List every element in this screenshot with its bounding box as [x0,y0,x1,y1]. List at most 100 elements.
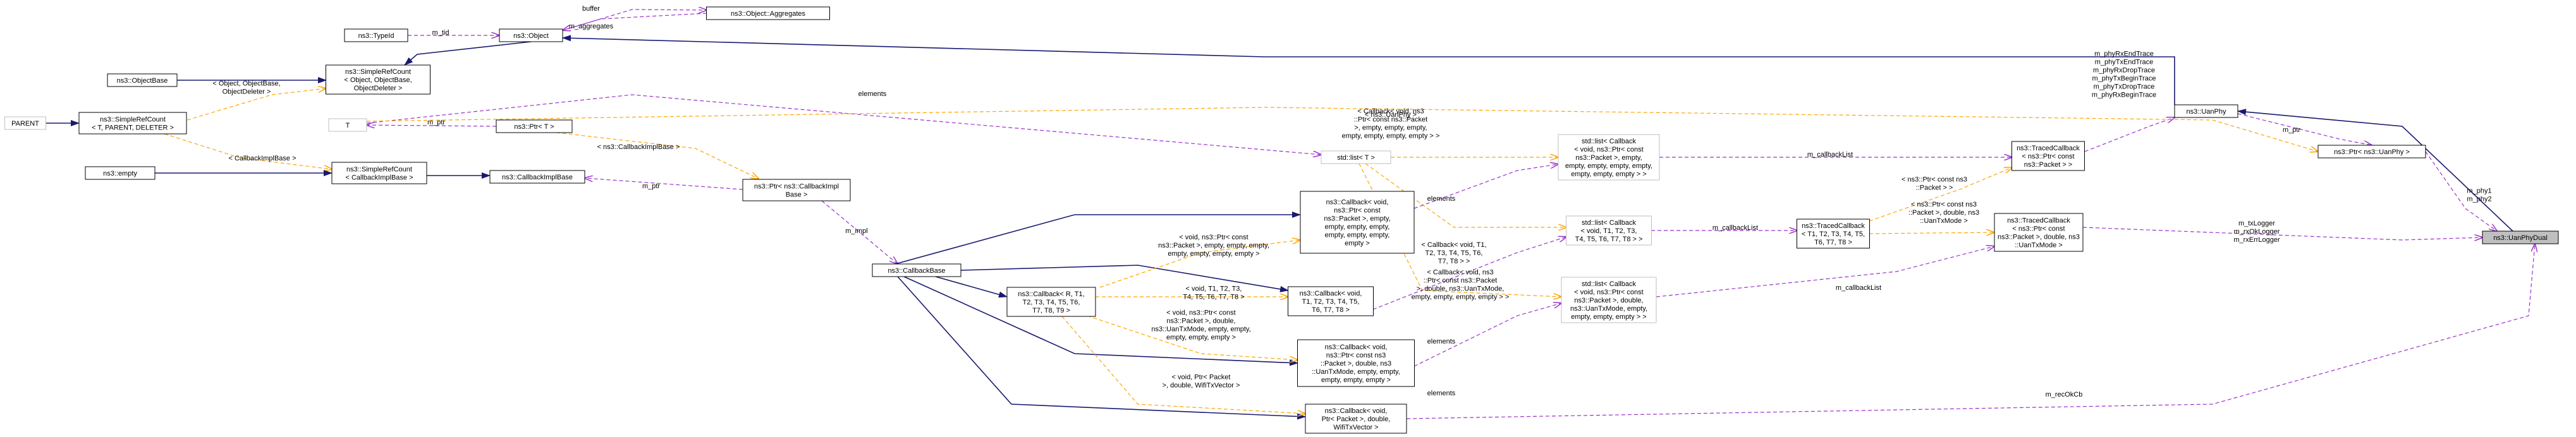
node-label: WifiTxVector > [1333,424,1378,431]
node-traced-rx[interactable]: ns3::TracedCallback< ns3::Ptr< constns3:… [2011,141,2085,171]
node-src-object[interactable]: ns3::SimpleRefCount< Object, ObjectBase,… [326,64,430,95]
node-box [1288,286,1374,316]
node-label: ns3::Packet >, double, ns3 [1998,234,2080,241]
node-list-tx[interactable]: std::list< Callback< void, ns3::Ptr< con… [1561,277,1657,323]
node-objectbase[interactable]: ns3::ObjectBase [107,73,178,87]
node-label: std::list< Callback [1582,138,1636,145]
edge-label: m_recOkCb [2046,391,2083,398]
node-label: ns3::Callback< void, [1300,290,1362,297]
edge-label: < ns3::UanPhy > [1365,111,1417,119]
node-label: empty > [1345,240,1369,248]
node-box [2174,104,2238,118]
node-list-t[interactable]: std::list< T > [1321,150,1391,164]
node-cb-generic[interactable]: ns3::Callback< void,T1, T2, T3, T4, T5,T… [1288,286,1374,316]
node-aggregates[interactable]: ns3::Object::Aggregates [706,6,830,20]
node-label: < T1, T2, T3, T4, T5, [1802,230,1865,238]
edge-label-text: ns3::Packet >, double, [1166,318,1235,325]
edge-label: m_phyRxEndTracem_phyTxEndTracem_phyRxDro… [2092,51,2156,99]
edge-label: < void, T1, T2, T3,T4, T5, T6, T7, T8 > [1183,285,1244,301]
edge-label-text: m_tid [432,29,449,37]
edge-label: m_ptr [2283,126,2300,134]
edge-label-text: elements [1427,195,1456,203]
node-cb-tx[interactable]: ns3::Callback< void,ns3::Ptr< const ns3:… [1297,339,1415,387]
edge-label-text: m_aggregates [569,23,614,30]
node-object[interactable]: ns3::Object [499,28,563,42]
edge-label: elements [1427,338,1456,345]
node-box [326,64,430,95]
node-box [1558,134,1660,181]
node-uanphy[interactable]: ns3::UanPhy [2174,104,2238,118]
node-src-generic[interactable]: ns3::SimpleRefCount< T, PARENT, DELETER … [78,112,187,135]
edge-label: elements [1427,195,1456,203]
node-label: < ns3::Ptr< const [2012,225,2065,233]
node-label: ns3::Callback< void, [1325,344,1388,351]
node-label: ns3::empty [103,170,137,177]
node-label: < T, PARENT, DELETER > [92,124,174,132]
node-label: empty, empty, empty, [1325,224,1390,231]
node-cb-r[interactable]: ns3::Callback< R, T1,T2, T3, T4, T5, T6,… [1006,287,1096,317]
edge-label-text: m_ptr [2283,126,2300,134]
edge-label-text: ns3::UanTxMode, empty, empty, [1151,326,1250,333]
node-cbimplbase[interactable]: ns3::CallbackImplBase [489,170,585,184]
node-uanphydual[interactable]: ns3::UanPhyDual [2482,230,2559,244]
node-label: ns3::Ptr< const ns3 [1326,352,1386,359]
node-ptr-t[interactable]: ns3::Ptr< T > [496,119,573,133]
node-label: ns3::Packet >, empty, [1575,154,1642,162]
node-label: std::list< Callback [1582,280,1636,288]
node-src-cbimpl[interactable]: ns3::SimpleRefCount< CallbackImplBase > [331,162,427,184]
node-label: < Object, ObjectBase, [344,76,412,84]
node-ptr-cbimpl[interactable]: ns3::Ptr< ns3::CallbackImplBase > [742,179,851,201]
edge-label-text: m_phy1 [2467,188,2491,195]
edge-label: m_callbackList [1836,284,1881,292]
edge-template-ptr_t-to-ptr_cbimpl [556,132,759,179]
edge-label-text: ::UanTxMode > [1920,217,1968,225]
edge-label-text: m_rxOkLogger [2234,228,2280,236]
edge-label-text: < ns3::Ptr< const ns3 [1911,201,1977,208]
node-list-rx[interactable]: std::list< Callback< void, ns3::Ptr< con… [1558,134,1660,181]
edge-label-text: < ns3::Ptr< const ns3 [1901,176,1967,184]
node-traced-generic[interactable]: ns3::TracedCallback< T1, T2, T3, T4, T5,… [1797,218,1870,249]
edge-label-text: m_phyRxBeginTrace [2092,92,2156,99]
edge-label-text: T7, T8 > > [1438,258,1470,265]
node-box [1797,218,1870,249]
edge-label-text: ::Packet > > [1916,184,1953,192]
node-t[interactable]: T [328,118,367,132]
node-label: ns3::Packet > > [2024,161,2072,169]
node-parent[interactable]: PARENT [4,116,46,130]
node-box [331,162,427,184]
node-empty[interactable]: ns3::empty [85,166,156,180]
node-label: < void, ns3::Ptr< const [1574,289,1643,296]
node-callbackbase[interactable]: ns3::CallbackBase [872,263,961,277]
node-cb-rx[interactable]: ns3::Callback< void,ns3::Ptr< constns3::… [1300,191,1415,254]
edge-template-list_t-to-list_generic [1365,163,1566,227]
node-box [328,118,367,132]
edge-label-text: < CallbackImplBase > [229,155,296,162]
node-cb-rxok[interactable]: ns3::Callback< void,Ptr< Packet >, doubl… [1305,404,1407,434]
edge-template-src_generic-to-src_cbimpl [164,133,332,169]
node-typeid[interactable]: ns3::TypeId [344,28,408,42]
node-box [78,112,187,135]
edge-inherit-callbackbase-to-cb_generic [960,265,1289,292]
edge-label-text: < Callback< void, ns3 [1427,269,1493,277]
edge-template-cb_r-to-cb_tx [1087,315,1298,360]
node-label: < void, ns3::Ptr< const [1574,146,1643,153]
edge-usage-cb_generic-to-list_generic [1372,237,1566,310]
node-traced-tx[interactable]: ns3::TracedCallback< ns3::Ptr< constns3:… [1994,213,2084,252]
edge-label-text: < Callback< void, ns3 [1357,108,1424,116]
edge-inherit-callbackbase-to-cb_r [935,276,1008,298]
edge-inherit-uanphy-to-object [562,35,2175,105]
node-label: ns3::Packet >, double, [1574,297,1643,304]
node-ptr-uanphy[interactable]: ns3::Ptr< ns3::UanPhy > [2317,145,2426,159]
edge-label-text: ns3::Packet >, empty, empty, empty, [1158,242,1269,249]
node-list-generic[interactable]: std::list< Callback< void, T1, T2, T3,T4… [1566,215,1652,246]
node-label: T6, T7, T8 > [1814,239,1852,246]
node-label: std::list< Callback [1582,219,1636,227]
edge-label: < ns3::Ptr< const ns3::Packet >, double,… [1908,201,1979,225]
node-label: ns3::Ptr< T > [514,123,554,131]
node-label: empty, empty, empty > > [1571,171,1646,178]
node-box [872,263,961,277]
edge-label-text: < void, ns3::Ptr< const [1166,309,1235,317]
node-box [1321,150,1391,164]
node-box [1994,213,2084,252]
